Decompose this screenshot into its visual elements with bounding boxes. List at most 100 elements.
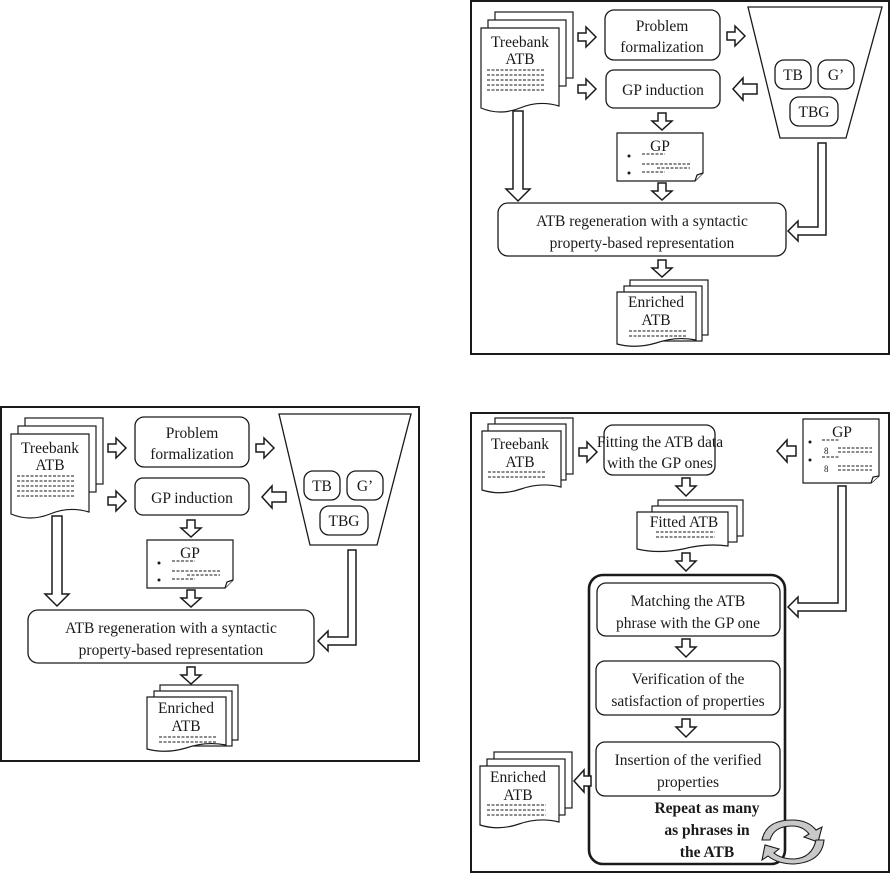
label-text: GP — [832, 424, 852, 441]
shape — [627, 154, 631, 158]
shape — [605, 69, 721, 109]
arrow-down-icon — [179, 589, 203, 609]
treebank-document: Treebank ATB — [10, 417, 104, 519]
label-text: formalization — [620, 39, 704, 56]
label-text: 8 — [824, 464, 829, 474]
arrow-left-icon — [731, 76, 758, 102]
label-text: formalization — [150, 446, 234, 463]
shape — [603, 424, 716, 476]
label-text: as phrases in — [664, 822, 750, 839]
loop-container — [587, 573, 787, 866]
shape — [761, 839, 825, 865]
figure-top-right: Treebank ATB Problem formalization GP in… — [470, 0, 890, 355]
label-text: Treebank — [491, 436, 549, 453]
shape — [747, 6, 883, 139]
arrow-right-icon — [107, 436, 128, 460]
shape — [278, 413, 412, 546]
label-text: G’ — [828, 67, 844, 84]
label-text: Enriched — [158, 700, 214, 717]
atb-regeneration-box: ATB regeneration with a syntactic proper… — [497, 202, 787, 257]
repeat-cycle-icon — [761, 819, 825, 865]
shape — [604, 9, 721, 61]
verification-box: Verification of the satisfaction of prop… — [595, 660, 781, 716]
arrow-elbow-icon — [316, 549, 357, 653]
label-text: GP — [650, 138, 670, 155]
label-text: ATB — [505, 454, 534, 471]
shape — [134, 477, 250, 516]
problem-formalization-box: Problem formalization — [604, 9, 721, 61]
label-text: Repeat as many — [654, 800, 759, 817]
label-text: GP — [180, 545, 200, 562]
shape — [303, 470, 341, 501]
shape — [616, 291, 697, 347]
arrow-right-icon — [577, 25, 598, 49]
label-text: Fitted ATB — [650, 514, 718, 531]
problem-formalization-box: Problem formalization — [134, 416, 250, 468]
shape — [808, 458, 812, 462]
shape — [761, 819, 823, 843]
label-text: TBG — [799, 104, 830, 121]
repeat-note: Repeat as many as phrases in the ATB — [654, 800, 759, 861]
figure-enrichment-process: Treebank ATB Fitting the ATB data with t… — [470, 412, 890, 873]
tb-chip — [774, 59, 812, 90]
shape — [134, 416, 250, 468]
enriched-atb-document: Enriched ATB — [146, 684, 239, 752]
label-text: with the GP ones — [607, 455, 713, 472]
arrow-right-icon — [255, 436, 276, 460]
label-text: Problem — [636, 18, 689, 35]
arrow-elbow-icon — [786, 485, 847, 619]
insertion-box: Insertion of the verified properties — [595, 741, 781, 797]
arrow-down-icon — [179, 519, 203, 539]
label-text: satisfaction of properties — [611, 693, 764, 710]
shape — [224, 579, 234, 589]
arrow-down-icon — [674, 552, 698, 573]
fitting-box: Fitting the ATB data with the GP ones — [597, 424, 723, 476]
shape — [346, 470, 384, 501]
gp-induction-box: GP induction — [134, 477, 250, 516]
arrow-down-icon — [650, 112, 674, 132]
arrow-down-icon — [674, 477, 698, 498]
label-text: GP induction — [151, 490, 233, 507]
label-text: Fitting the ATB data — [597, 434, 723, 451]
shape — [636, 511, 729, 553]
arrow-down-long-icon — [43, 515, 71, 608]
label-text: ATB — [35, 457, 64, 474]
shape — [157, 578, 161, 582]
label-text: Problem — [166, 425, 219, 442]
label-text: TB — [312, 478, 332, 495]
fitted-atb-document: Fitted ATB — [636, 499, 744, 553]
shape — [595, 660, 781, 716]
label-text: G’ — [357, 478, 373, 495]
enriched-atb-document: Enriched ATB — [616, 279, 709, 347]
label-text: Enriched — [490, 769, 546, 786]
arrow-left-icon — [572, 768, 592, 794]
gp-document: GP — [616, 132, 704, 182]
shape — [595, 741, 781, 797]
arrow-right-icon — [578, 440, 599, 464]
label-text: ATB regeneration with a syntactic — [65, 620, 277, 637]
label-text: property-based representation — [79, 642, 264, 659]
label-text: Enriched — [628, 294, 684, 311]
treebank-document: Treebank ATB — [480, 11, 574, 113]
label-text: TBG — [329, 513, 360, 530]
label-text: Insertion of the verified — [615, 752, 762, 769]
arrow-down-icon — [650, 259, 674, 279]
label-text: the ATB — [680, 844, 734, 861]
shape — [627, 171, 631, 175]
g-prime-chip — [817, 59, 855, 90]
shape — [27, 609, 315, 664]
matching-box: Matching the ATB phrase with the GP one — [596, 582, 781, 637]
grammar-funnel: TB G’ TBG — [747, 6, 883, 139]
gp-document: GP 8 8 — [802, 418, 880, 484]
arrow-down-icon — [674, 638, 698, 659]
gp-induction-box: GP induction — [605, 69, 721, 109]
arrow-elbow-icon — [786, 142, 827, 243]
label-text: GP induction — [622, 82, 704, 99]
arrow-left-icon — [260, 484, 287, 510]
label-text: property-based representation — [550, 235, 735, 252]
shape — [870, 475, 880, 484]
figure-bottom-left: Treebank ATB Problem formalization GP in… — [0, 406, 420, 762]
arrow-down-icon — [674, 718, 698, 739]
label-text: ATB — [641, 312, 670, 329]
shape — [808, 440, 812, 444]
